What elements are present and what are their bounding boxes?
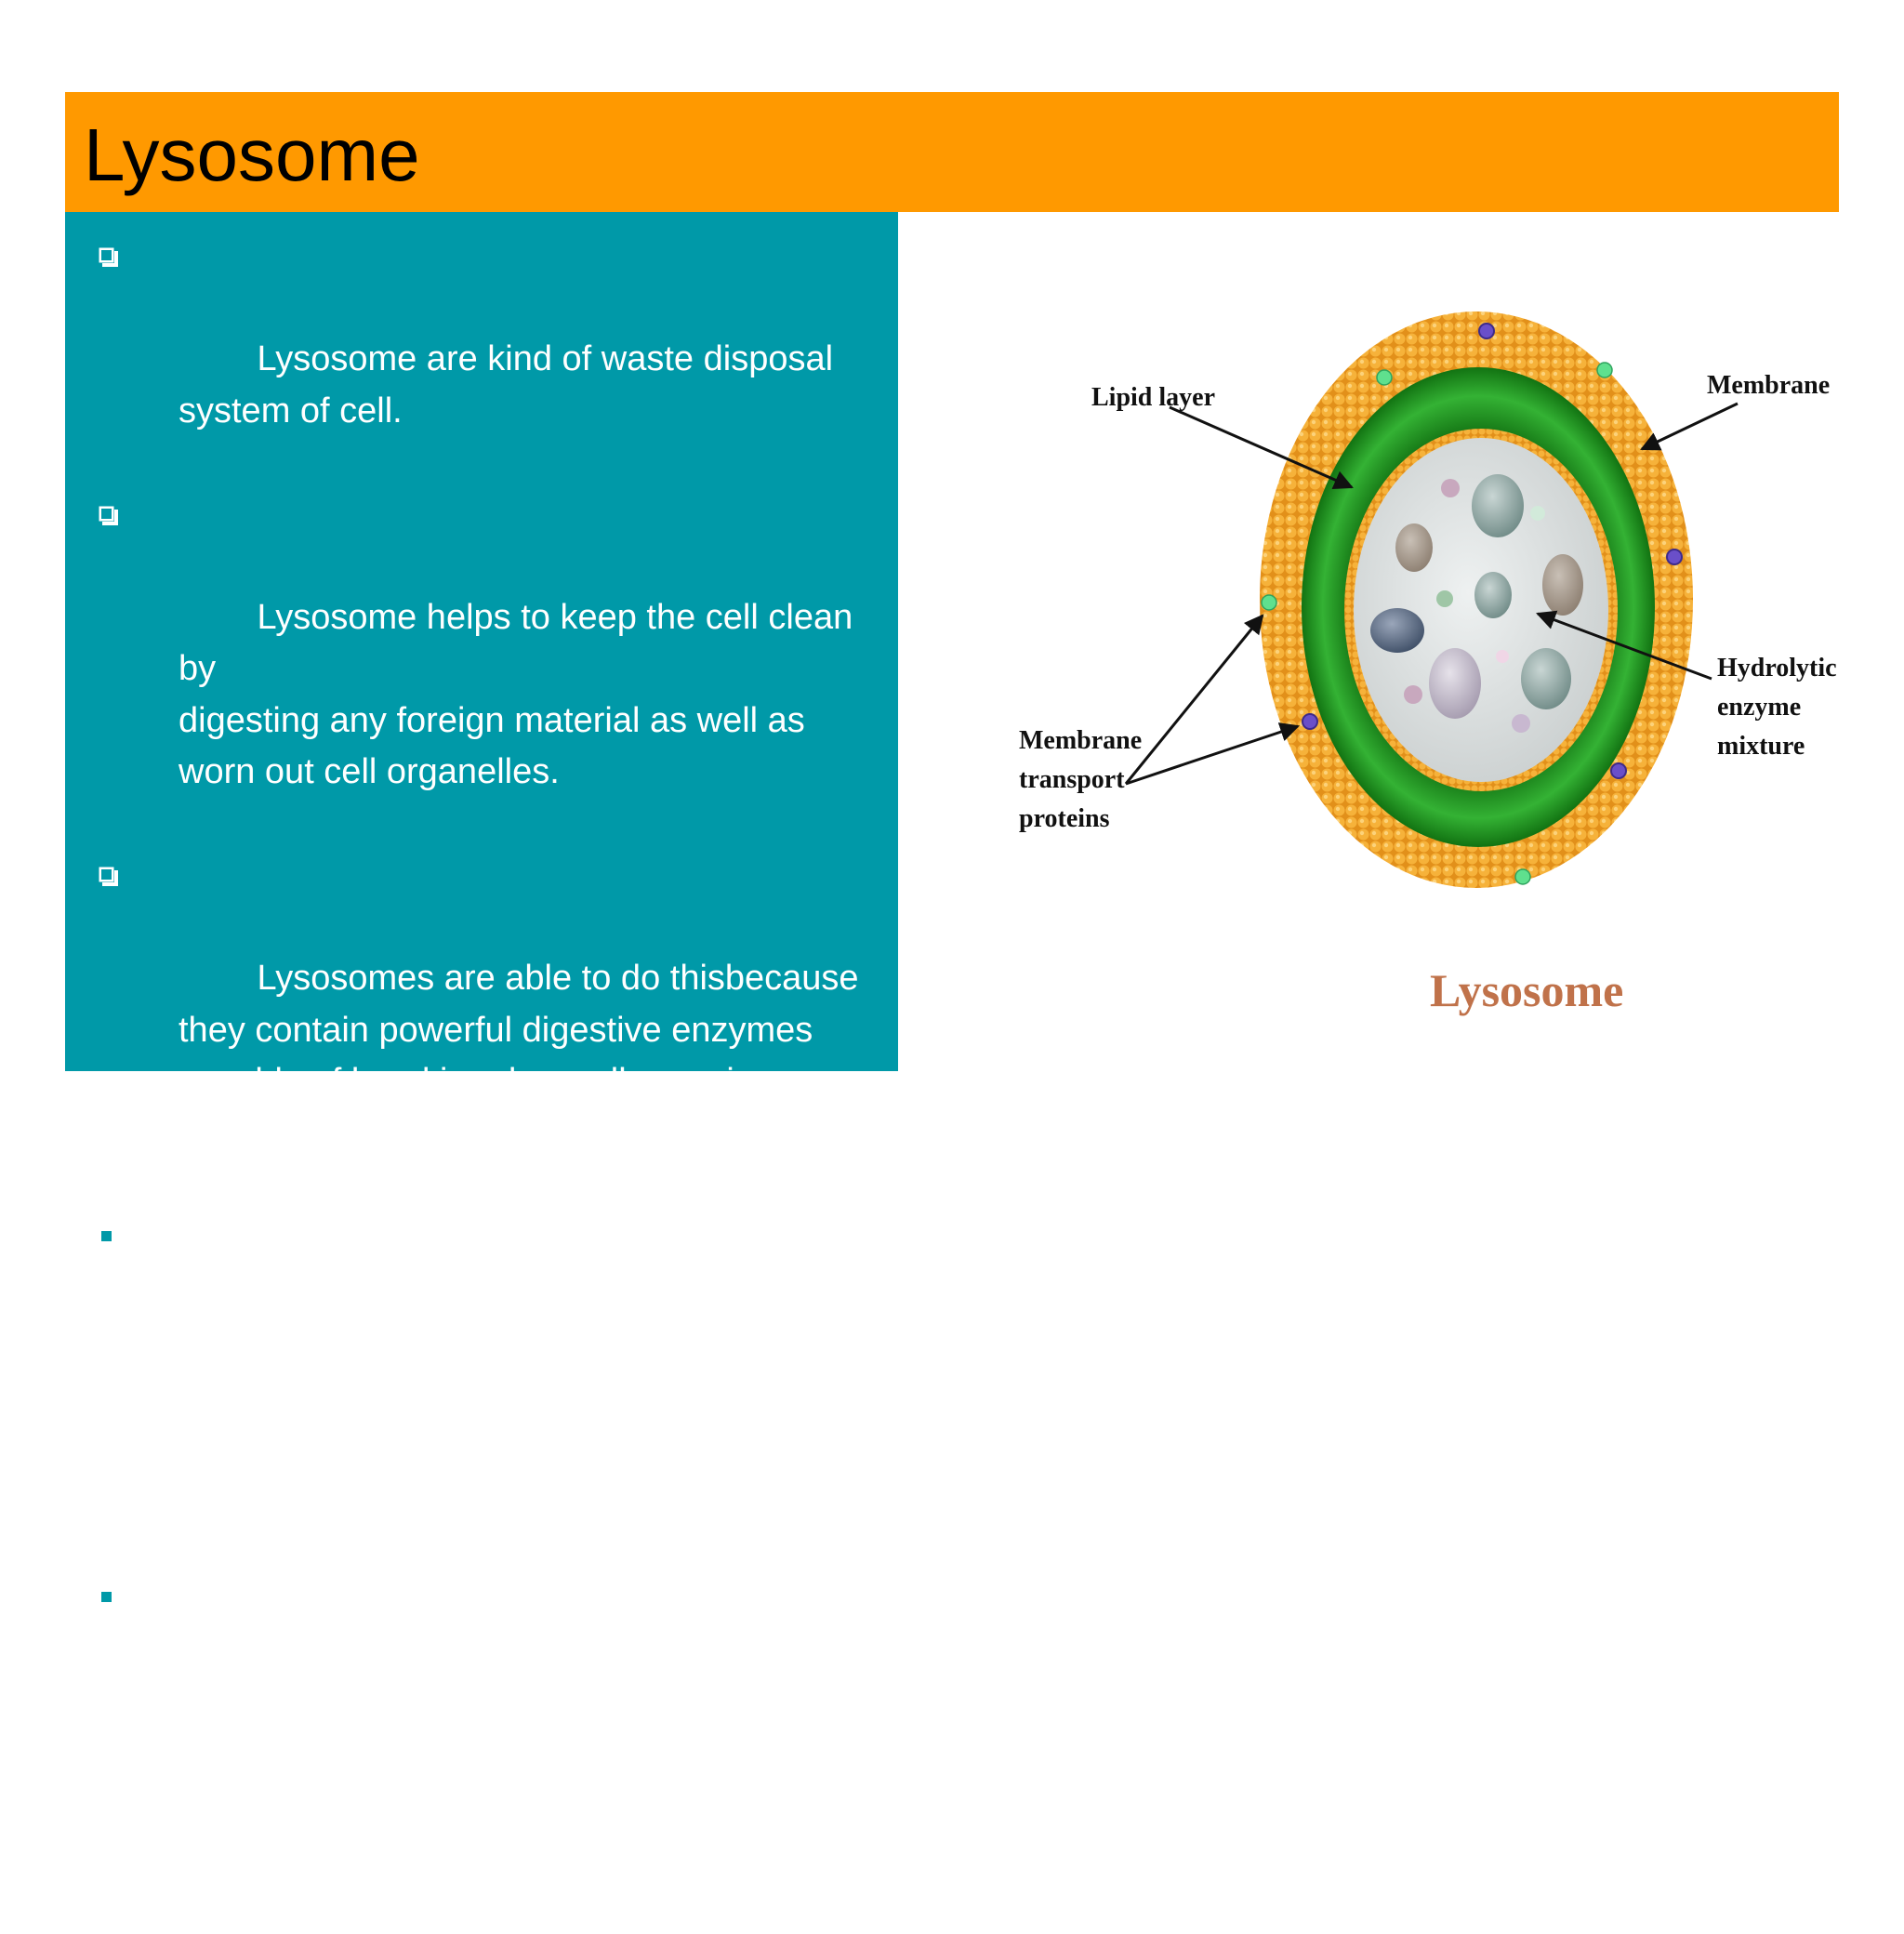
enzyme-vesicle (1441, 479, 1460, 497)
arrow-transport-1 (1124, 614, 1264, 785)
bullet-item: Lysosome are kind of waste disposal syst… (65, 231, 898, 489)
bullet-item: Lysosome are single membrane bound cell … (65, 1572, 898, 1934)
enzyme-vesicle (1496, 650, 1509, 663)
transport-protein (1610, 762, 1627, 779)
transport-protein (1261, 594, 1277, 611)
hollow-square-bullet-icon (99, 1228, 118, 1248)
bullet-item: Lysosome helps to keep the cell clean by… (65, 489, 898, 851)
lysosome-illustration: Lipid layer Membrane Hydrolytic enzyme m… (1019, 311, 1837, 1016)
label-transport-2: transport (1019, 765, 1125, 794)
enzyme-vesicle (1436, 590, 1453, 607)
label-hydrolytic-2: enzyme (1717, 693, 1801, 722)
transport-protein (1514, 868, 1531, 885)
arrow-lipid-layer (1169, 405, 1354, 490)
hollow-square-bullet-icon (99, 506, 118, 525)
bullet-text: Lysosomes are able to do thisbecause the… (178, 959, 859, 1153)
hollow-square-bullet-icon (99, 247, 118, 267)
hollow-square-bullet-icon (99, 867, 118, 886)
text-panel: Lysosome are kind of waste disposal syst… (65, 212, 898, 1875)
enzyme-vesicle (1404, 685, 1422, 704)
enzyme-vesicle (1370, 608, 1424, 653)
bullet-text: Lysosome are kind of waste disposal syst… (178, 339, 834, 431)
enzyme-vesicle (1429, 648, 1481, 719)
label-transport-3: proteins (1019, 804, 1110, 833)
enzyme-vesicle (1472, 474, 1524, 537)
transport-protein (1596, 362, 1613, 378)
bullet-text: Sometimes lysosome may burst and enzymes… (178, 1319, 837, 1515)
label-hydrolytic-3: mixture (1717, 732, 1805, 761)
enzyme-vesicle (1530, 506, 1545, 521)
transport-protein (1302, 713, 1318, 730)
enzyme-vesicle (1474, 572, 1512, 618)
transport-protein (1666, 549, 1683, 565)
slide: Lysosome Lysosome are kind of waste disp… (65, 92, 1839, 1875)
bullet-text: Lysosome are single membrane bound cell … (178, 1681, 794, 1875)
bullet-list: Lysosome are kind of waste disposal syst… (65, 231, 898, 1934)
enzyme-vesicle (1542, 554, 1583, 616)
enzyme-vesicle (1521, 648, 1571, 709)
arrow-hydrolytic (1536, 610, 1712, 681)
label-hydrolytic-1: Hydrolytic (1717, 654, 1837, 682)
title-bar: Lysosome (65, 92, 1839, 212)
enzyme-vesicle (1395, 523, 1433, 572)
hollow-square-bullet-icon (99, 1589, 118, 1609)
arrow-membrane (1640, 402, 1739, 451)
slide-title: Lysosome (84, 113, 420, 196)
bullet-text: Lysosome helps to keep the cell clean by… (178, 597, 853, 792)
transport-protein (1478, 323, 1495, 339)
transport-protein (1376, 369, 1393, 386)
enzyme-vesicle (1512, 714, 1530, 733)
bullet-item: Lysosomes are able to do thisbecause the… (65, 850, 898, 1212)
diagram-caption: Lysosome (1430, 964, 1623, 1016)
label-lipid-layer: Lipid layer (1091, 383, 1215, 412)
label-transport-1: Membrane (1019, 726, 1142, 755)
lysosome-diagram: Lipid layer Membrane Hydrolytic enzyme m… (898, 212, 1839, 1071)
bullet-item: Sometimes lysosome may burst and enzymes… (65, 1212, 898, 1573)
arrow-transport-2 (1125, 722, 1300, 786)
label-membrane: Membrane (1707, 371, 1830, 400)
